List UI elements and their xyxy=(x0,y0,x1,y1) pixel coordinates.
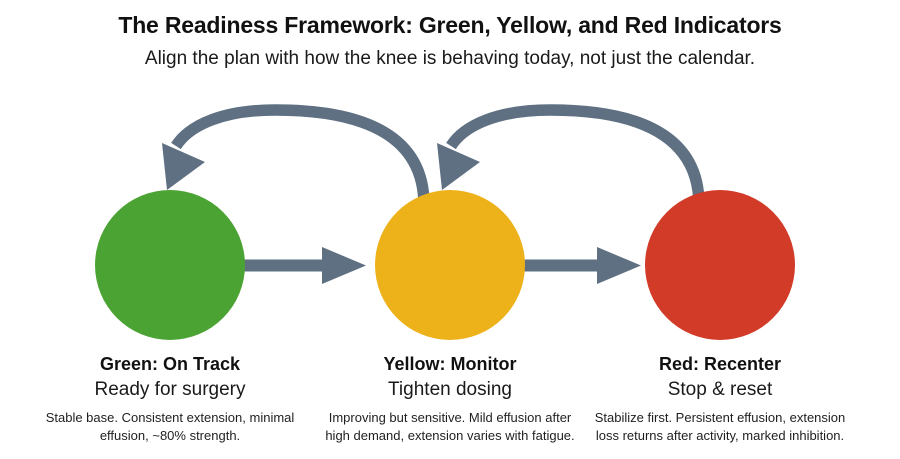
node-circle-green[interactable] xyxy=(95,190,245,340)
stage-yellow-detail: Improving but sensitive. Mild effusion a… xyxy=(325,410,575,443)
stage-yellow-action: Tighten dosing xyxy=(388,378,512,400)
stage-green-detail: Stable base. Consistent extension, minim… xyxy=(45,410,295,443)
stage-yellow-heading: Yellow: Monitor xyxy=(383,354,517,374)
stage-green-heading: Green: On Track xyxy=(99,354,241,374)
stage-red-heading: Red: Recenter xyxy=(658,354,782,374)
stage-red[interactable]: Red: Recenter Stop & reset Stabilize fir… xyxy=(580,190,860,444)
page-title: The Readiness Framework: Green, Yellow, … xyxy=(118,12,782,38)
node-circle-red[interactable] xyxy=(645,190,795,340)
page-subtitle: Align the plan with how the knee is beha… xyxy=(144,47,756,69)
stage-green[interactable]: Green: On Track Ready for surgery Stable… xyxy=(30,190,310,444)
node-circle-yellow[interactable] xyxy=(375,190,525,340)
stage-yellow[interactable]: Yellow: Monitor Tighten dosing Improving… xyxy=(310,190,590,444)
stage-green-action: Ready for surgery xyxy=(94,378,246,400)
stage-red-detail: Stabilize first. Persistent effusion, ex… xyxy=(594,410,846,443)
stage-red-action: Stop & reset xyxy=(667,378,773,400)
diagram-header: The Readiness Framework: Green, Yellow, … xyxy=(0,12,900,70)
